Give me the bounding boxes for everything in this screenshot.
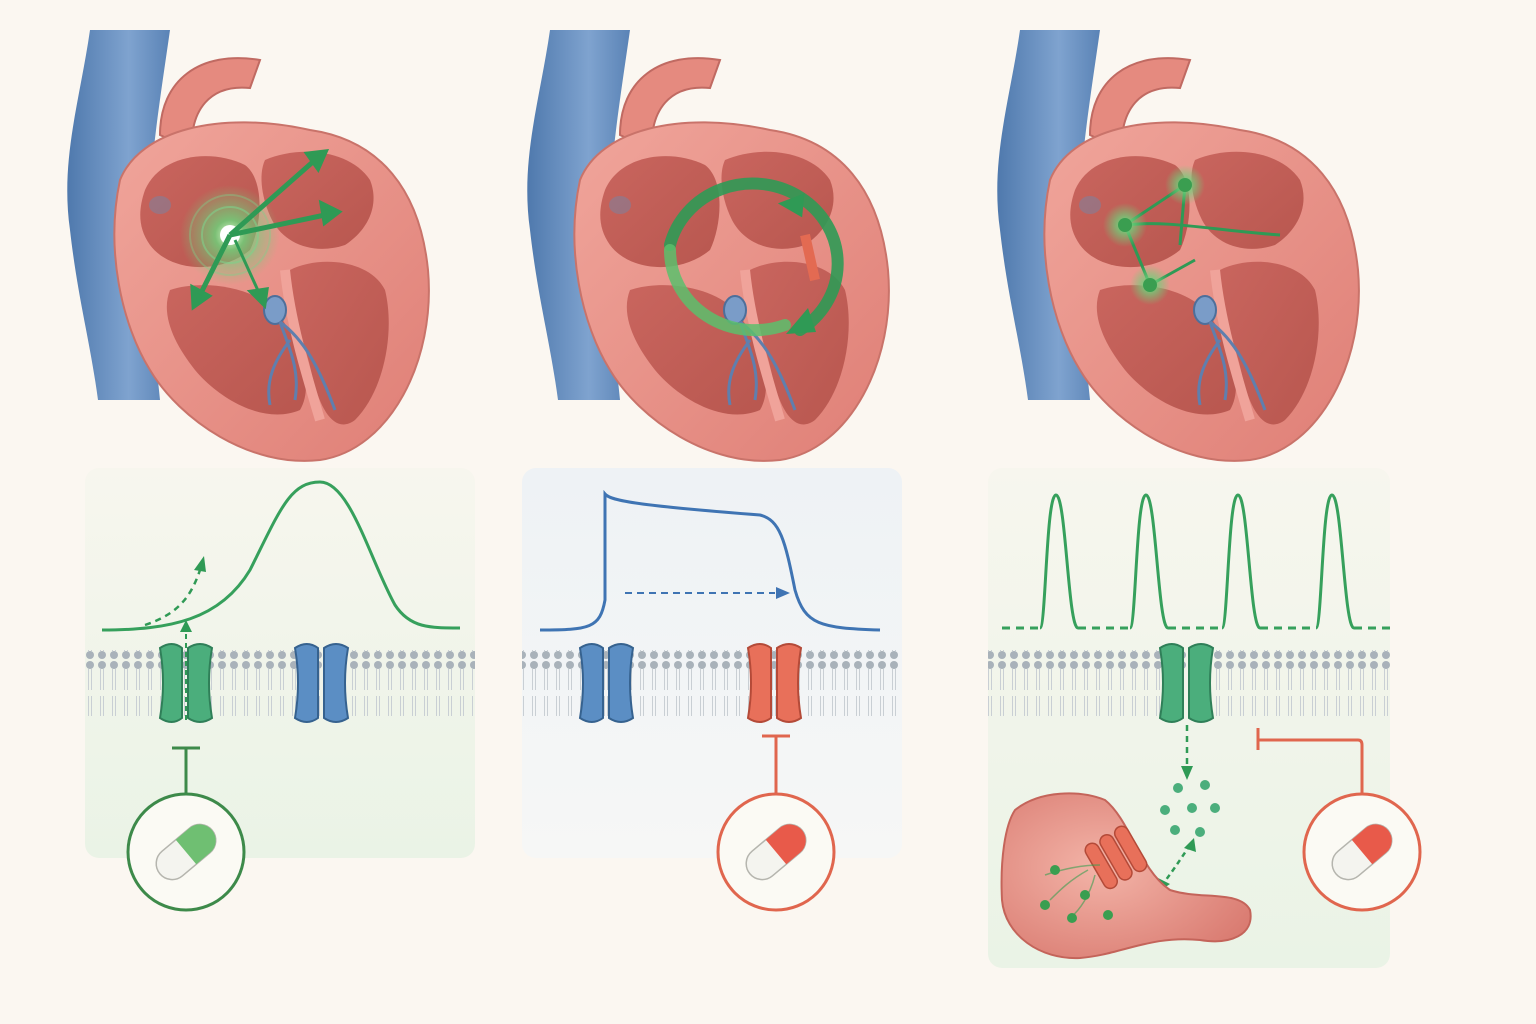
sarcoplasmic-reticulum-icon — [1000, 792, 1252, 960]
membrane-panel-2 — [522, 468, 902, 912]
heart-illustration-1 — [67, 30, 429, 461]
panel-triggered-activity — [988, 30, 1422, 968]
inhibition-line — [762, 734, 790, 795]
repetitive-spikes-waveform — [1038, 493, 1356, 630]
prolonged-action-potential-waveform — [539, 489, 881, 632]
sodium-channel-icon — [1158, 643, 1215, 723]
inhibition-line — [172, 746, 200, 795]
panel-automaticity — [67, 30, 475, 912]
drug-capsule-red — [1302, 792, 1422, 912]
calcium-channel-icon — [746, 643, 803, 723]
drug-capsule-green — [126, 792, 246, 912]
propagation-arrows — [190, 149, 343, 311]
multiple-foci-icon — [1103, 165, 1281, 305]
calcium-ions — [1160, 780, 1220, 837]
membrane-panel-1 — [85, 468, 475, 912]
sodium-channel-icon — [158, 643, 214, 723]
lipid-bilayer — [522, 650, 902, 716]
inhibition-line — [1256, 728, 1364, 795]
potassium-channel-icon — [578, 643, 635, 723]
heart-illustration-2 — [527, 30, 889, 461]
drug-capsule-red — [716, 792, 836, 912]
potassium-channel-icon — [293, 643, 350, 723]
reentry-circuit-icon — [663, 177, 844, 337]
heart-illustration-3 — [997, 30, 1359, 461]
panel-reentry — [522, 30, 902, 912]
lipid-bilayer — [85, 650, 475, 716]
action-potential-waveform — [101, 480, 461, 632]
membrane-panel-3 — [988, 468, 1422, 968]
